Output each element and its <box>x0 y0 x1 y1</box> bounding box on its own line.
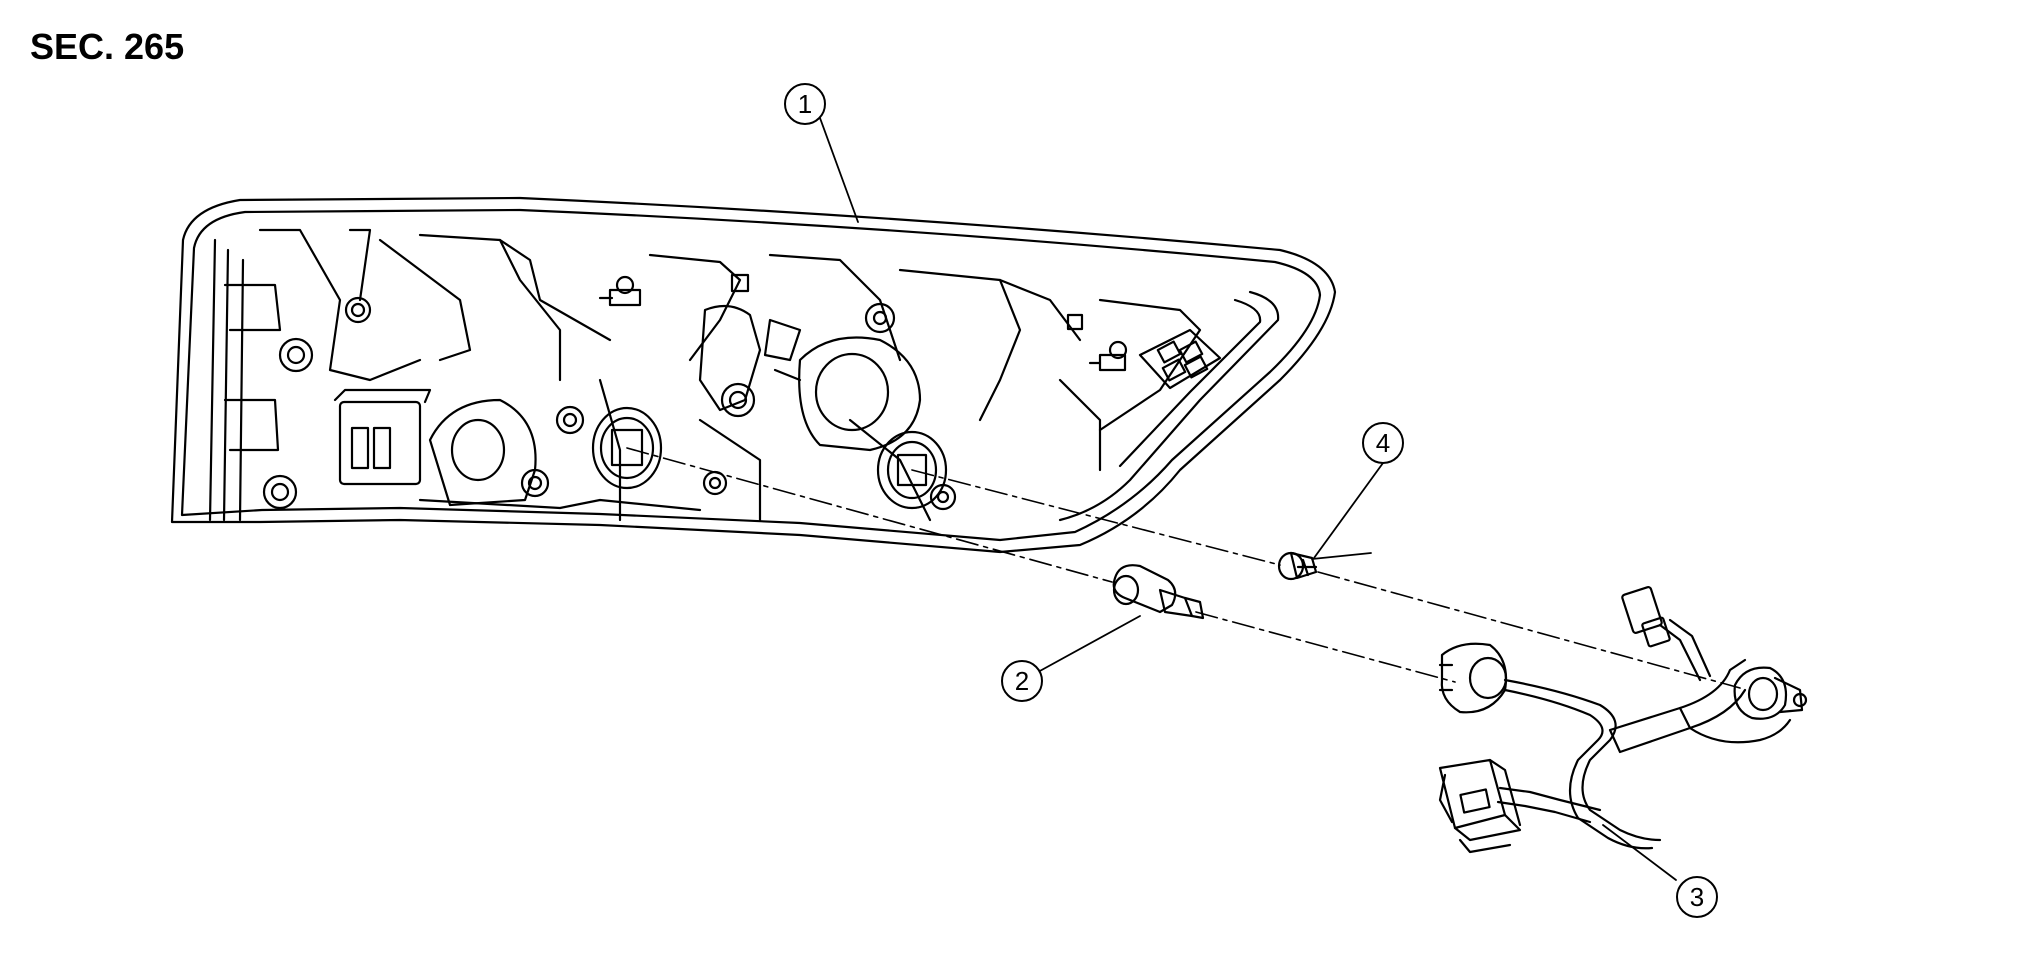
callout-1: 1 <box>784 83 826 125</box>
bulb-part-4 <box>1277 551 1318 581</box>
lamp-housing <box>170 196 1337 554</box>
alignment-lines <box>626 447 1741 689</box>
leader-lines <box>819 117 1677 881</box>
callout-3: 3 <box>1676 876 1718 918</box>
svg-text:2: 2 <box>1015 666 1029 696</box>
section-label: SEC. 265 <box>30 26 185 67</box>
socket-harness-part-3 <box>1438 586 1808 854</box>
callout-2: 2 <box>1001 660 1043 702</box>
svg-text:4: 4 <box>1376 428 1390 458</box>
callout-4: 4 <box>1362 422 1404 464</box>
bulb-part-2 <box>1112 564 1205 620</box>
svg-text:1: 1 <box>798 89 812 119</box>
svg-text:3: 3 <box>1690 882 1704 912</box>
